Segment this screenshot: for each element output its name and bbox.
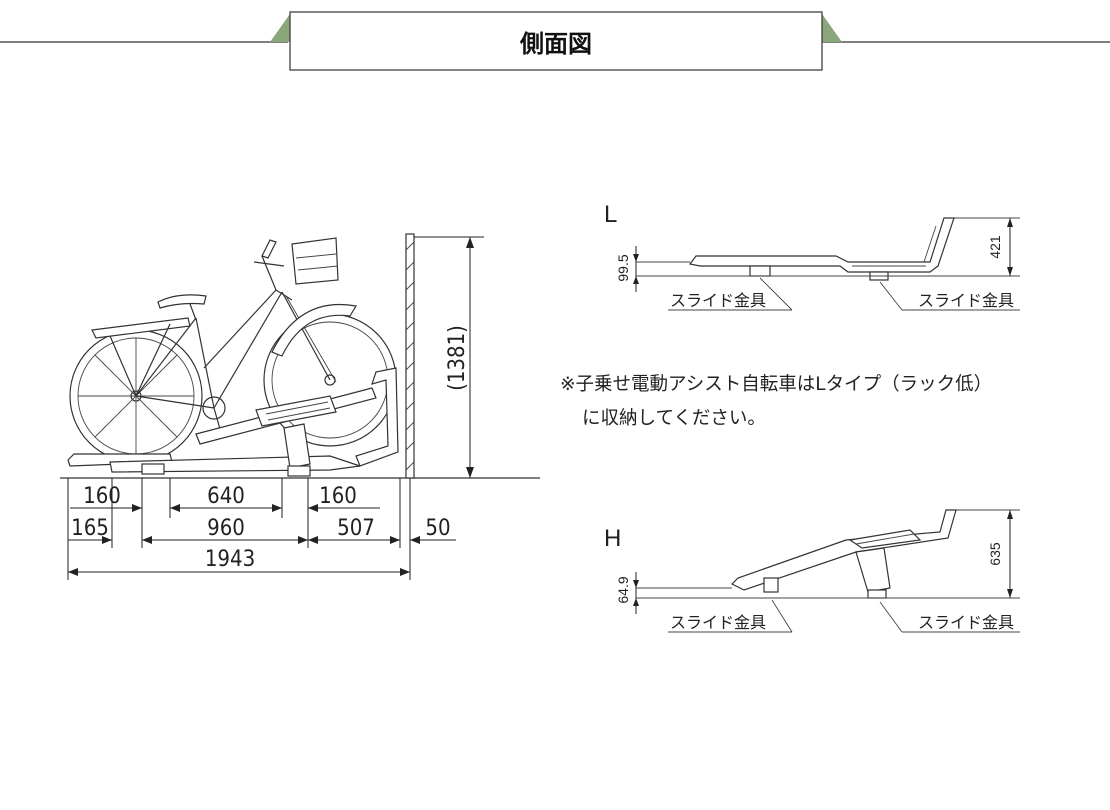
type-l-diagram: L 99.5 421 スライド金具 スライド金具 [604, 201, 1020, 311]
height-dimension: (1381) [414, 236, 484, 478]
type-h-diagram: H 64.9 635 スライド金具 スライド金具 [604, 509, 1020, 633]
type-h-letter: H [604, 525, 621, 552]
dim-wall: 50 [425, 516, 450, 541]
height-dim-label: (1381) [445, 325, 470, 391]
rack-main [60, 233, 540, 479]
horizontal-dimensions: 160 640 160 165 960 507 50 1943 [67, 478, 456, 580]
dim-top-right: 160 [319, 484, 357, 509]
title-left-accent [270, 14, 290, 42]
bicycle-illustration [69, 237, 397, 463]
type-l-right-dim: 421 [987, 235, 1003, 259]
dim-top-left: 160 [83, 484, 121, 509]
title-banner: 側面図 [0, 11, 1110, 71]
note-line-1: ※子乗せ電動アシスト自転車はLタイプ（ラック低） [560, 374, 993, 395]
title-right-accent [822, 14, 842, 42]
page-title: 側面図 [519, 30, 592, 58]
dim-mid-right: 507 [337, 516, 375, 541]
type-h-right-dim: 635 [987, 542, 1003, 566]
dim-mid-mid: 960 [207, 516, 245, 541]
type-h-left-dim: 64.9 [615, 576, 631, 603]
note-line-2: に収納してください。 [582, 408, 766, 429]
dim-mid-left: 165 [71, 516, 109, 541]
type-l-left-dim: 99.5 [615, 254, 631, 281]
type-h-left-label: スライド金具 [670, 614, 766, 632]
wall [405, 233, 415, 479]
type-l-letter: L [604, 201, 617, 228]
type-l-left-label: スライド金具 [670, 292, 766, 310]
dim-top-mid: 640 [207, 484, 245, 509]
dim-total: 1943 [205, 547, 255, 572]
type-l-right-label: スライド金具 [918, 292, 1014, 310]
type-h-right-label: スライド金具 [918, 614, 1014, 632]
